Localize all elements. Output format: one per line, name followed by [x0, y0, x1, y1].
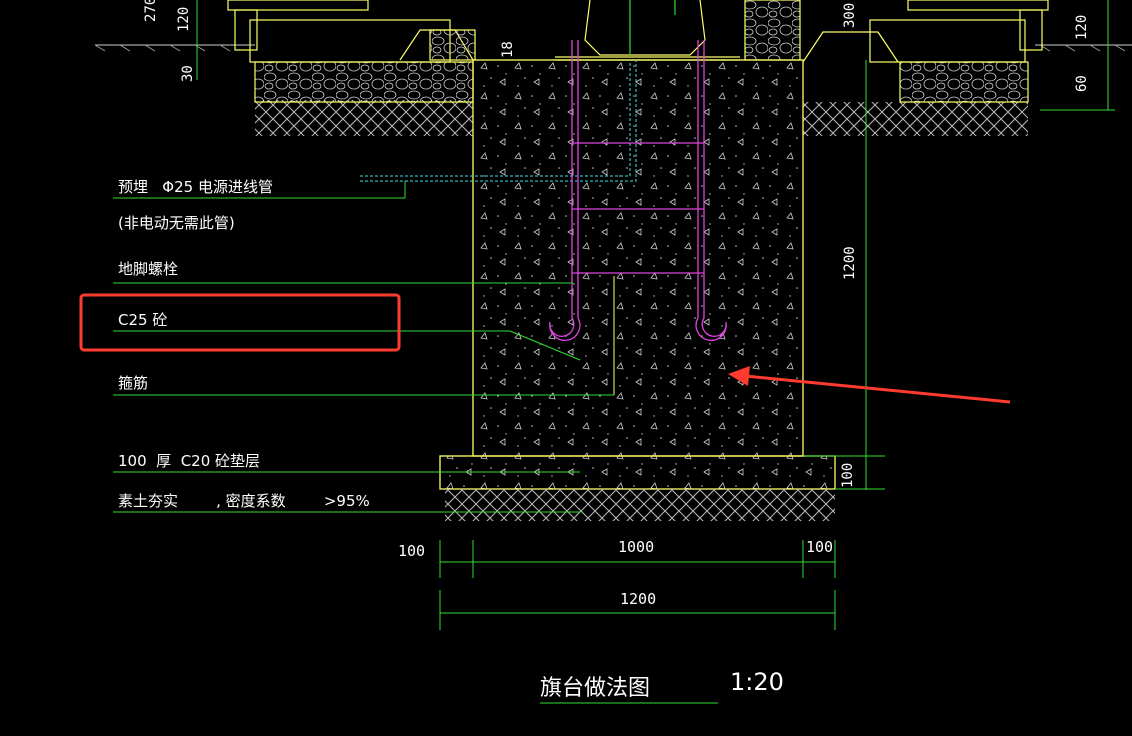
cushion-label: 100 厚 C20 砼垫层 [118, 452, 261, 470]
concrete-foundation [472, 59, 804, 457]
anchor-bolt-label: 地脚螺栓 [118, 260, 179, 278]
dim-top-120-left: 120 [176, 6, 192, 32]
dim-top-300: 300 [842, 2, 858, 28]
dim-total-width: 1200 [620, 590, 657, 608]
dim-height-1200: 1200 [842, 246, 858, 280]
dim-top-60: 60 [1074, 75, 1090, 92]
paving-right [744, 0, 1049, 103]
ground-top-right [803, 44, 1132, 136]
dim-cushion-100: 100 [840, 462, 856, 488]
dim-top-270: 270 [143, 0, 159, 22]
dim-top-30: 30 [180, 65, 196, 82]
highlight-box [79, 293, 401, 352]
conduit-pipe [360, 60, 637, 182]
dim-top-18: 18 [500, 41, 516, 58]
pole-base [555, 0, 740, 61]
drawing-scale: 1:20 [730, 668, 784, 696]
conduit-note-label: (非电动无需此管) [118, 214, 235, 232]
dimension-lines [196, 0, 1115, 630]
red-arrow-icon [728, 366, 1011, 404]
dim-left-offset: 100 [398, 542, 426, 560]
compacted-soil-label: 素土夯实 , 密度系数 >95% [118, 492, 370, 510]
ground-top-left [94, 44, 473, 136]
drawing-title: 旗台做法图 [540, 676, 651, 701]
compacted-soil [445, 489, 835, 521]
leader-lines [113, 181, 718, 704]
rebar-cage [549, 40, 727, 342]
dim-top-120-right: 120 [1074, 14, 1090, 40]
concrete-grade-label: C25 砼 [118, 311, 168, 329]
paving-left [227, 0, 476, 103]
dim-width-1000: 1000 [618, 538, 655, 556]
dim-right-offset: 100 [806, 538, 834, 556]
stirrup-label: 箍筋 [118, 374, 149, 392]
conduit-label: 预埋 Φ25 电源进线管 [118, 178, 273, 196]
